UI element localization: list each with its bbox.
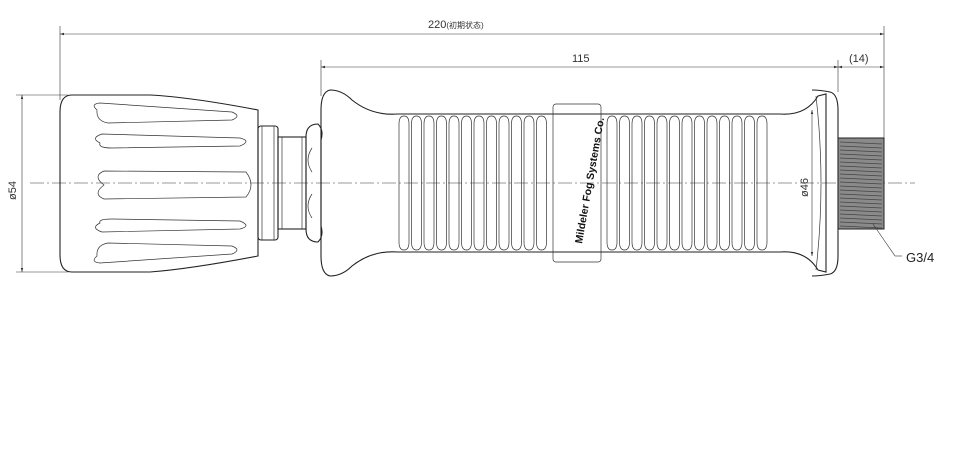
grip-rib (756, 115, 768, 251)
thread-line (839, 217, 883, 221)
brand-panel (552, 103, 602, 263)
handle-diameter-label: ø46 (799, 178, 811, 197)
nozzle-diameter-label: ø54 (7, 181, 19, 200)
overall-length-dimension: 220(初期状态) (59, 19, 885, 183)
grip-rib (436, 115, 447, 251)
thread-length-label: (14) (849, 53, 869, 65)
thread-line (839, 157, 883, 161)
handle-length-dimension: 115 (320, 53, 839, 96)
grip-rib (694, 115, 705, 251)
grip-rib (606, 115, 618, 251)
thread-line (839, 181, 883, 185)
grip-rib (423, 115, 435, 251)
grip-rib (498, 115, 510, 251)
grip-rib (619, 115, 630, 251)
grip-rib (398, 115, 410, 251)
thread-line (839, 201, 883, 205)
nozzle-diameter-dimension: ø54 (7, 94, 68, 273)
thread-line (839, 185, 883, 189)
thread-line (839, 169, 883, 173)
grip-rib (744, 115, 755, 251)
thread-callout: G3/4 (872, 223, 934, 265)
thread-length-dimension: (14) (838, 53, 884, 69)
grip-rib (448, 115, 460, 251)
thread-line (839, 209, 883, 213)
grip-rib (719, 115, 730, 251)
thread-line (839, 193, 883, 197)
thread-line (839, 189, 883, 193)
thread-line (839, 161, 883, 165)
grip-rib (461, 115, 472, 251)
thread-line (839, 205, 883, 209)
thread-line (839, 145, 883, 149)
grip-rib (731, 115, 743, 251)
grip-rib (681, 115, 693, 251)
grip-rib (644, 115, 655, 251)
coupling (257, 123, 323, 243)
thread-line (839, 225, 883, 229)
thread-lines (839, 141, 883, 229)
grip-ribs (398, 115, 768, 251)
grip-rib (631, 115, 643, 251)
thread-line (839, 177, 883, 181)
thread-callout-label: G3/4 (906, 250, 934, 265)
grip-rib (411, 115, 422, 251)
nozzle-body (59, 94, 259, 273)
thread-line (839, 141, 883, 145)
grip-rib (669, 115, 680, 251)
grip-rib (511, 115, 522, 251)
thread-line (839, 213, 883, 217)
thread-line (839, 149, 883, 153)
grip-rib (656, 115, 668, 251)
thread-connector (837, 137, 885, 230)
thread-line (839, 165, 883, 169)
grip-rib (486, 115, 497, 251)
brand-label: Mildeler Fog Systems Co. (573, 117, 607, 245)
grip-rib (706, 115, 718, 251)
thread-line (839, 197, 883, 201)
overall-length-label: 220(初期状态) (428, 19, 484, 31)
thread-line (839, 221, 883, 225)
handle-length-label: 115 (572, 53, 590, 65)
grip-rib (536, 115, 547, 251)
grip-rib (523, 115, 535, 251)
grip-rib (473, 115, 485, 251)
thread-line (839, 173, 883, 177)
handle-diameter-dimension: ø46 (799, 110, 814, 256)
thread-line (839, 153, 883, 157)
